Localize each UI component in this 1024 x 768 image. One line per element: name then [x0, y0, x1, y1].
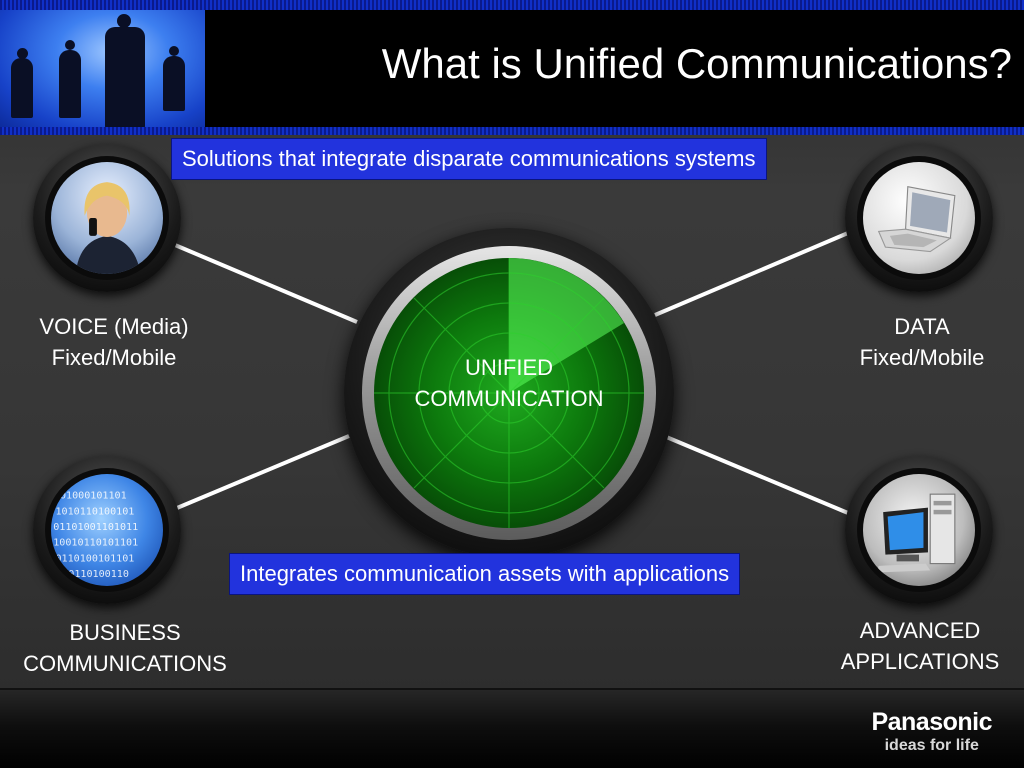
slide-title: What is Unified Communications?	[381, 40, 1012, 87]
connector-advanced	[663, 434, 849, 515]
laptop-photo	[863, 162, 975, 274]
unified-communication-hub: UNIFIED COMMUNICATION	[344, 228, 674, 558]
connector-business	[176, 434, 350, 510]
woman-on-phone-photo	[51, 162, 163, 274]
business-node: 01000101101 1010110100101 01101001101011…	[33, 456, 181, 604]
hub-label-line1: UNIFIED	[465, 355, 553, 380]
data-label-line1: DATA	[894, 314, 950, 339]
header-top-stripe	[0, 0, 1024, 10]
data-node	[845, 144, 993, 292]
panasonic-logo: Panasonic ideas for life	[871, 708, 992, 755]
hub-label-line2: COMMUNICATION	[414, 386, 604, 411]
footer-bar: Panasonic ideas for life	[0, 688, 1024, 768]
business-label-line2: COMMUNICATIONS	[23, 651, 227, 676]
advanced-label-line2: APPLICATIONS	[840, 649, 1000, 674]
svg-text:01000101101: 01000101101	[60, 491, 127, 502]
advanced-label: ADVANCED APPLICATIONS	[815, 615, 1024, 677]
data-label-line2: Fixed/Mobile	[859, 345, 985, 370]
connector-data	[654, 231, 849, 317]
voice-label-line1: VOICE (Media)	[39, 314, 189, 339]
business-people-photo	[0, 10, 205, 128]
binary-globe-photo: 01000101101 1010110100101 01101001101011…	[51, 474, 163, 586]
voice-node	[33, 144, 181, 292]
business-label-line1: BUSINESS	[69, 620, 181, 645]
voice-label-line2: Fixed/Mobile	[51, 345, 177, 370]
svg-text:01101001101011: 01101001101011	[53, 522, 138, 533]
advanced-node	[845, 456, 993, 604]
desktop-computer-photo	[863, 474, 975, 586]
data-label: DATA Fixed/Mobile	[820, 311, 1024, 373]
header-bottom-stripe	[0, 127, 1024, 135]
business-label: BUSINESS COMMUNICATIONS	[0, 617, 250, 679]
svg-text:1010110100101: 1010110100101	[55, 506, 134, 517]
callout-integrate-assets: Integrates communication assets with app…	[229, 553, 741, 595]
callout-integrate-systems: Solutions that integrate disparate commu…	[171, 138, 767, 180]
svg-text:10010110101101: 10010110101101	[53, 538, 138, 549]
brand-name: Panasonic	[871, 708, 992, 736]
brand-tagline: ideas for life	[884, 737, 979, 754]
voice-label: VOICE (Media) Fixed/Mobile	[0, 311, 228, 373]
hub-label: UNIFIED COMMUNICATION	[344, 352, 674, 414]
connector-voice	[174, 243, 358, 324]
advanced-label-line1: ADVANCED	[859, 618, 981, 643]
svg-text:0110100101101: 0110100101101	[55, 553, 134, 564]
svg-text:10110100110: 10110100110	[62, 569, 129, 580]
header-bar: What is Unified Communications?	[0, 0, 1024, 135]
radar-icon	[374, 258, 644, 528]
